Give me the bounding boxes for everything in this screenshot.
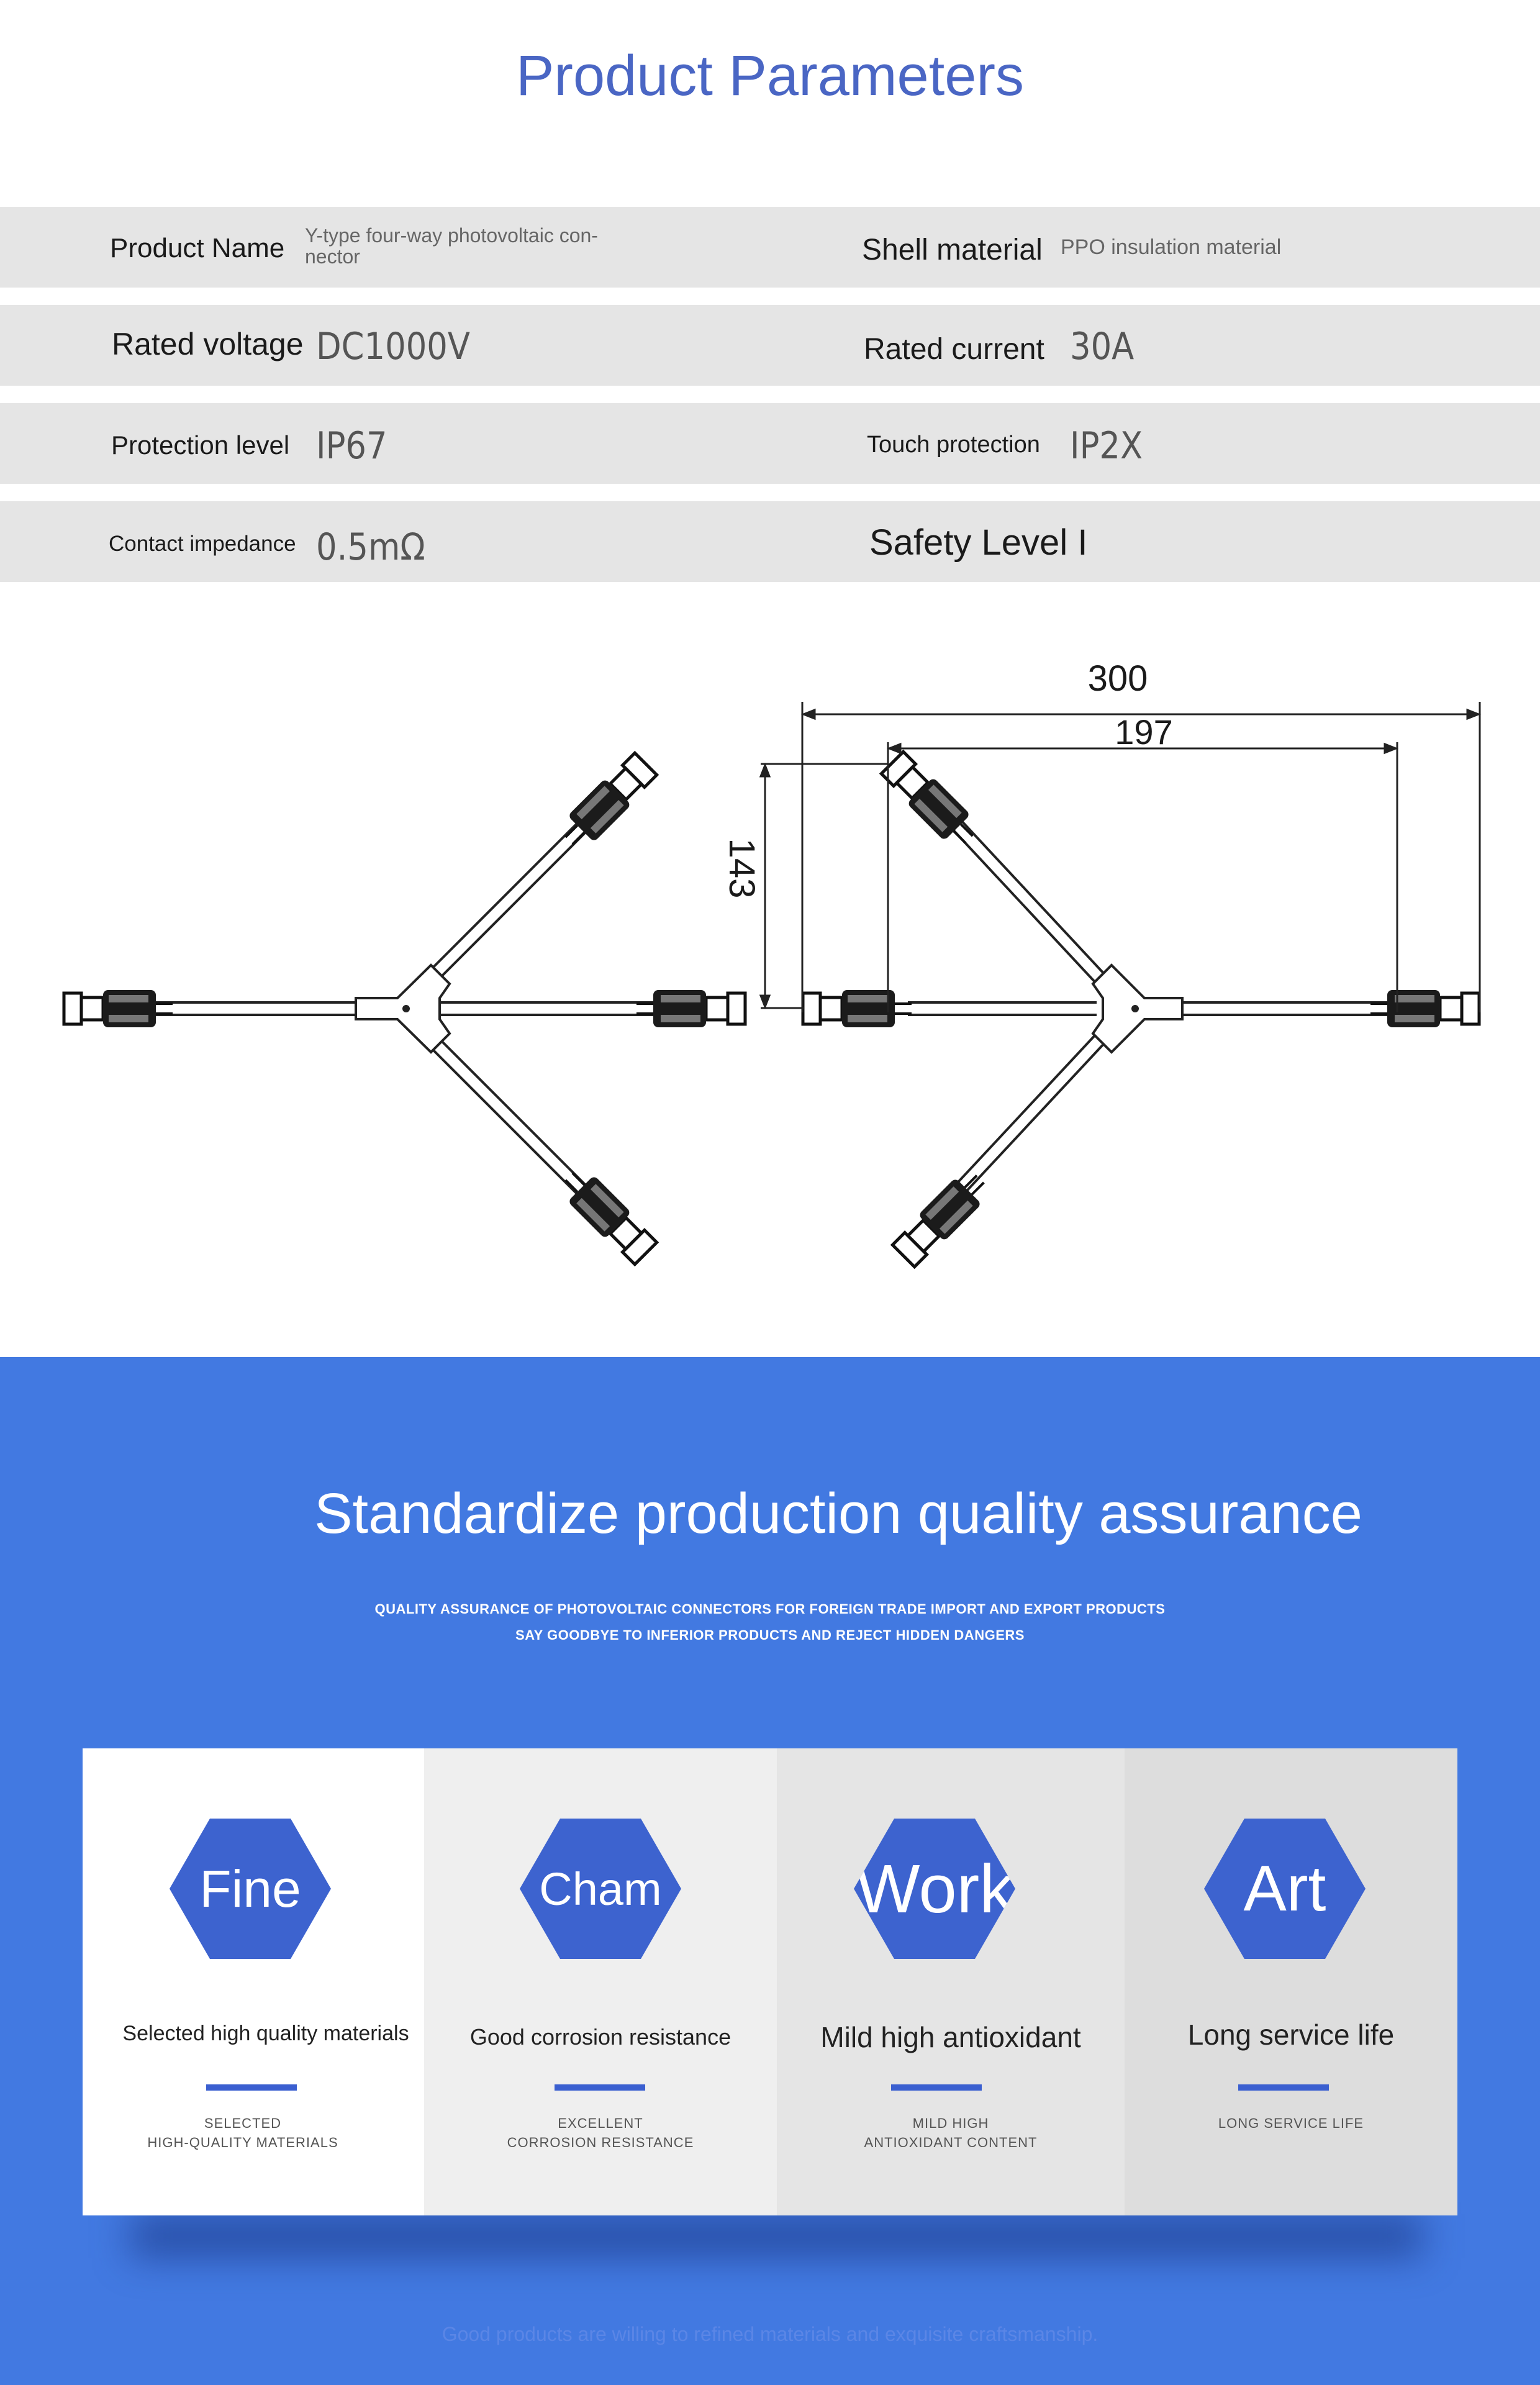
connector-drawing: 300 197 143 [0, 658, 1482, 1304]
contact-impedance-label: Contact impedance [109, 532, 296, 556]
card-shadow [130, 2214, 1422, 2258]
quality-headline: Standardize production quality assurance [314, 1482, 1362, 1545]
param-row [0, 207, 1540, 288]
touch-protection-label: Touch protection [867, 432, 1040, 458]
rated-current-value: 30A [1070, 325, 1135, 368]
product-name-value: Y-type four-way photovoltaic con- nector [305, 224, 598, 268]
card-caption: Long service life [1187, 2019, 1395, 2051]
accent-bar [555, 2084, 645, 2091]
card-small-text: LONG SERVICE LIFE [1218, 2115, 1364, 2131]
rated-current-label: Rated current [864, 333, 1044, 366]
protection-level-value: IP67 [316, 424, 387, 468]
hexagon-badge: Cham [520, 1819, 681, 1959]
card-small-text: MILD HIGH ANTIOXIDANT CONTENT [864, 2115, 1038, 2150]
shell-material-value: PPO insulation material [1061, 235, 1282, 259]
quality-card-work: Work Mild high antioxidant MILD HIGH ANT… [777, 1748, 1125, 2215]
param-row [0, 403, 1540, 484]
dimension-height: 143 [722, 838, 762, 899]
card-caption: Selected high quality materials [122, 2022, 409, 2045]
touch-protection-value: IP2X [1070, 424, 1143, 468]
card-caption: Mild high antioxidant [820, 2021, 1081, 2053]
param-row [0, 305, 1540, 386]
quality-card-fine: Fine Selected high quality materials SEL… [83, 1748, 424, 2215]
page-title: Product Parameters [515, 44, 1025, 107]
rated-voltage-value: DC1000V [316, 325, 471, 368]
accent-bar [1238, 2084, 1329, 2091]
hexagon-badge: Fine [170, 1819, 331, 1959]
quality-subline-2: SAY GOODBYE TO INFERIOR PRODUCTS AND REJ… [515, 1627, 1025, 1643]
card-small-text: EXCELLENT CORROSION RESISTANCE [507, 2115, 694, 2150]
dimension-overall: 300 [1088, 658, 1148, 699]
quality-subline-1: QUALITY ASSURANCE OF PHOTOVOLTAIC CONNEC… [374, 1601, 1166, 1617]
shell-material-label: Shell material [862, 234, 1043, 266]
card-small-text: SELECTED HIGH-QUALITY MATERIALS [147, 2115, 338, 2150]
rated-voltage-label: Rated voltage [112, 327, 304, 361]
safety-level-label: Safety Level I [869, 522, 1088, 563]
card-caption: Good corrosion resistance [469, 2024, 732, 2050]
quality-card-cham: Cham Good corrosion resistance EXCELLENT… [424, 1748, 777, 2215]
accent-bar [891, 2084, 982, 2091]
accent-bar [206, 2084, 297, 2091]
footer-tagline: Good products are willing to refined mat… [442, 2323, 1098, 2345]
hexagon-badge: Work [854, 1819, 1015, 1959]
quality-card-art: Art Long service life LONG SERVICE LIFE [1125, 1748, 1457, 2215]
param-row [0, 501, 1540, 582]
dimension-branch: 197 [1115, 712, 1172, 752]
contact-impedance-value: 0.5mΩ [316, 525, 425, 569]
hexagon-badge: Art [1204, 1819, 1366, 1959]
product-name-label: Product Name [110, 233, 285, 263]
protection-level-label: Protection level [111, 430, 290, 460]
